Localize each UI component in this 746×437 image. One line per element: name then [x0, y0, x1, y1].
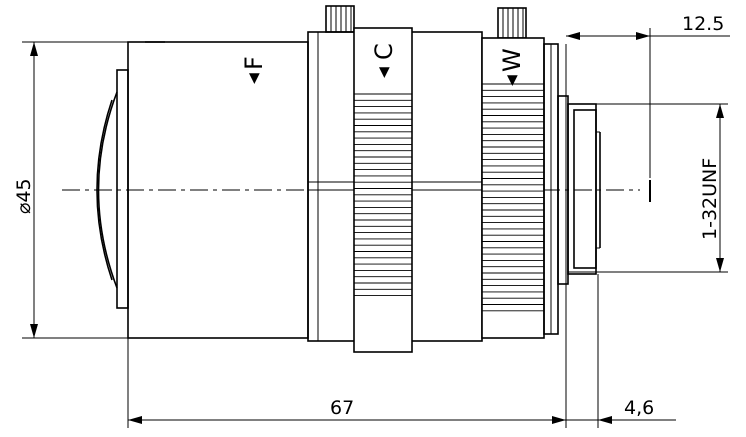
- focus-ring-mark: F: [240, 56, 268, 70]
- zoom-lock-screw: [497, 7, 527, 39]
- iris-arrow-icon: ◀: [376, 67, 392, 78]
- rear-collar: [543, 43, 559, 335]
- zoom-ring: [481, 37, 545, 339]
- front-lens-element: [96, 69, 129, 309]
- zoom-arrow-icon: ◀: [504, 75, 520, 86]
- flange-offset-label: 4,6: [624, 397, 654, 419]
- diameter-dimension: [22, 41, 128, 339]
- zoom-ring-mark: W: [498, 48, 526, 72]
- diameter-label: ⌀45: [13, 178, 35, 214]
- mount-depth-dimension: [566, 28, 730, 178]
- focus-arrow-icon: ◀: [246, 73, 262, 84]
- thread-label: 1-32UNF: [699, 158, 721, 240]
- length-label: 67: [330, 397, 354, 419]
- length-dimension: [127, 44, 567, 428]
- mount-thread: [567, 103, 601, 275]
- mount-depth-label: 12.5: [682, 13, 724, 35]
- thread-dimension: [568, 103, 728, 273]
- iris-ring: [353, 27, 413, 353]
- focus-lock-screw: [325, 5, 355, 33]
- flange-offset-dimension: [566, 274, 676, 428]
- iris-ring-mark: C: [370, 43, 398, 60]
